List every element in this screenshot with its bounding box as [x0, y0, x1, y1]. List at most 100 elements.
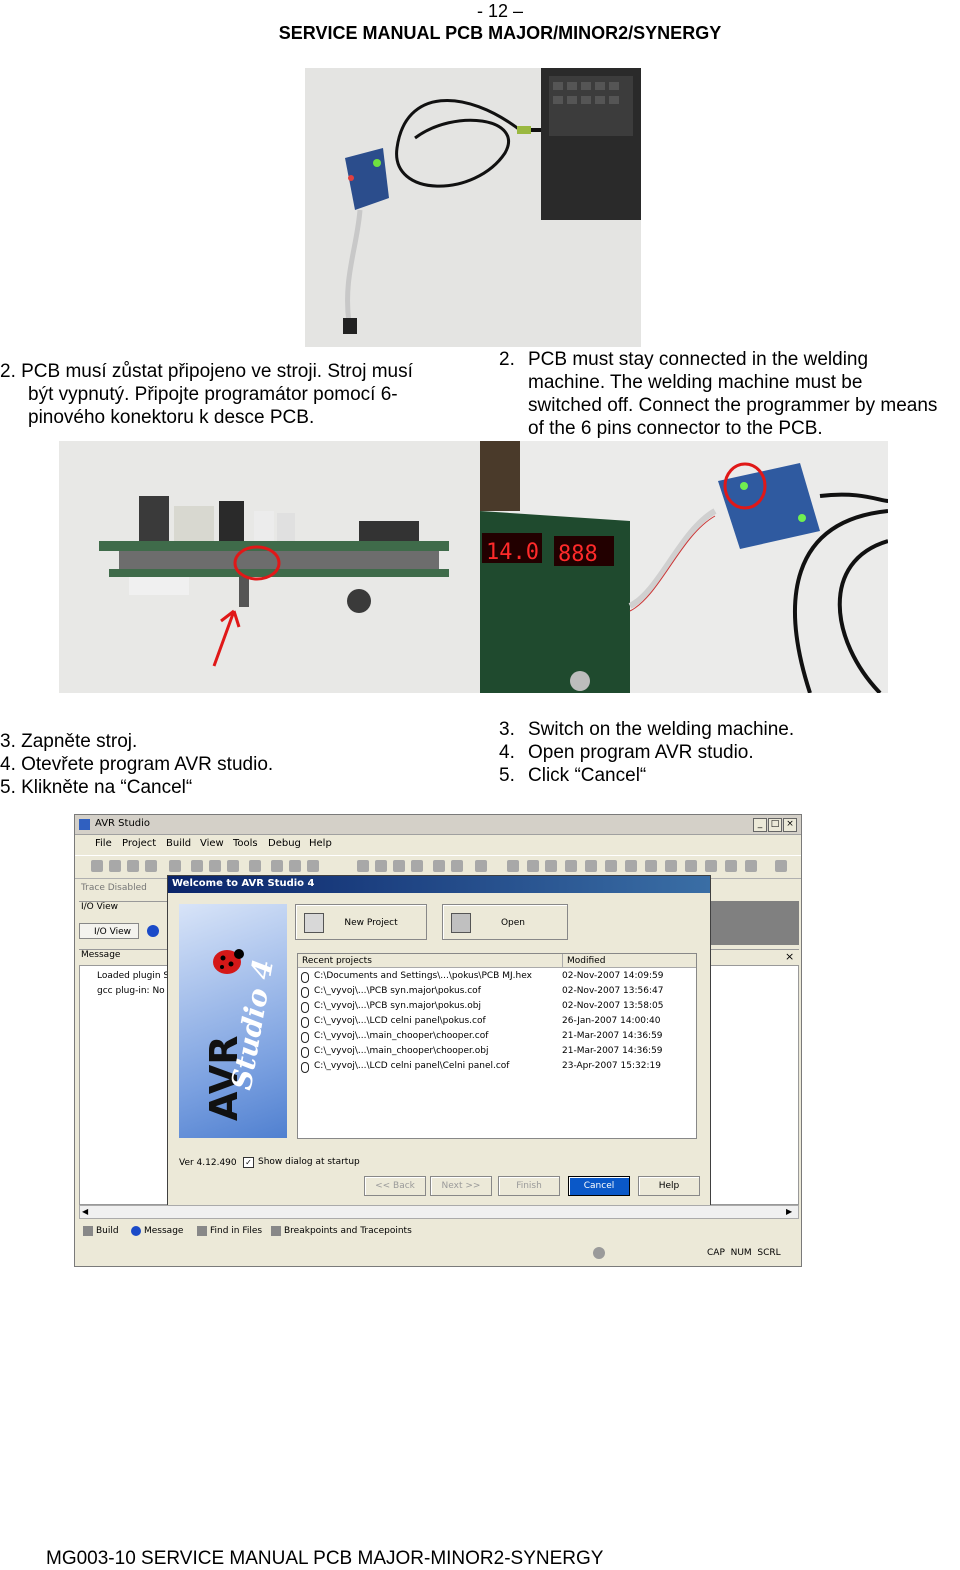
find-icon[interactable] [271, 860, 283, 872]
undo-icon[interactable] [169, 860, 181, 872]
comment-icon[interactable] [475, 860, 487, 872]
project-file-icon [301, 1017, 309, 1028]
memory-icon[interactable] [745, 860, 757, 872]
new-project-icon [304, 913, 324, 933]
step-over-icon[interactable] [605, 860, 617, 872]
help-button[interactable]: Help [638, 1176, 700, 1196]
minimize-icon[interactable]: _ [753, 818, 767, 832]
modified-header[interactable]: Modified [562, 954, 696, 968]
message-close-icon[interactable]: × [785, 950, 795, 963]
copy-icon[interactable] [209, 860, 221, 872]
step-into-icon[interactable] [585, 860, 597, 872]
registers-icon[interactable] [775, 860, 787, 872]
message-line-1: Loaded plugin S [97, 971, 170, 981]
save-icon[interactable] [127, 860, 139, 872]
avr-studio-logo: AVR Studio 4 [179, 904, 287, 1138]
build-icon[interactable] [357, 860, 369, 872]
step2-cz-line1: 2. PCB musí zůstat připojeno ve stroji. … [0, 361, 413, 382]
project-row[interactable]: C:\Documents and Settings\...\pokus\PCB … [298, 969, 696, 984]
scroll-left-icon[interactable]: ◀ [82, 1207, 89, 1216]
stop-icon[interactable] [527, 860, 539, 872]
run-to-cursor-icon[interactable] [645, 860, 657, 872]
project-file-icon [301, 972, 309, 983]
project-path: C:\_vyvoj\...\LCD celni panel\pokus.cof [314, 1016, 486, 1026]
finish-button[interactable]: Finish [498, 1176, 560, 1196]
project-modified: 21-Mar-2007 14:36:59 [562, 1031, 663, 1041]
display-right: 888 [558, 542, 598, 567]
version-label: Ver 4.12.490 [179, 1158, 237, 1168]
photo-pcb-side [59, 441, 480, 693]
open-file-icon[interactable] [109, 860, 121, 872]
cut-icon[interactable] [191, 860, 203, 872]
reset-icon[interactable] [545, 860, 557, 872]
new-project-button[interactable]: New Project [295, 904, 427, 940]
menu-build[interactable]: Build [166, 838, 192, 849]
project-path: C:\_vyvoj\...\LCD celni panel\Celni pane… [314, 1061, 510, 1071]
back-button[interactable]: << Back [364, 1176, 426, 1196]
project-path: C:\_vyvoj\...\main_chooper\chooper.obj [314, 1046, 489, 1056]
show-dialog-checkbox[interactable]: ✓ [243, 1157, 254, 1168]
stop-build-icon[interactable] [411, 860, 423, 872]
menu-help[interactable]: Help [309, 838, 332, 849]
scroll-right-icon[interactable]: ▶ [786, 1207, 793, 1216]
bookmark-icon[interactable] [307, 860, 319, 872]
menu-debug[interactable]: Debug [268, 838, 301, 849]
project-row[interactable]: C:\_vyvoj\...\main_chooper\chooper.cof 21… [298, 1029, 696, 1044]
message-line-2: gcc plug-in: No V [97, 986, 174, 996]
project-row[interactable]: C:\_vyvoj\...\main_chooper\chooper.obj 21… [298, 1044, 696, 1059]
new-file-icon[interactable] [91, 860, 103, 872]
menu-file[interactable]: File [95, 838, 112, 849]
menu-view[interactable]: View [200, 838, 224, 849]
project-path: C:\Documents and Settings\...\pokus\PCB … [314, 971, 532, 981]
watch-icon[interactable] [725, 860, 737, 872]
project-path: C:\_vyvoj\...\PCB syn.major\pokus.obj [314, 1001, 481, 1011]
project-modified: 21-Mar-2007 14:36:59 [562, 1046, 663, 1056]
io-view-tab[interactable]: I/O View [79, 923, 139, 939]
toggle-breakpoint-icon[interactable] [685, 860, 697, 872]
step4-en-number: 4. [499, 742, 515, 763]
project-row[interactable]: C:\_vyvoj\...\LCD celni panel\Celni pane… [298, 1059, 696, 1074]
open-button[interactable]: Open [442, 904, 568, 940]
paste-icon[interactable] [227, 860, 239, 872]
replace-icon[interactable] [289, 860, 301, 872]
run-icon[interactable] [507, 860, 519, 872]
compile-icon[interactable] [375, 860, 387, 872]
close-icon[interactable]: × [783, 818, 797, 832]
outdent-icon[interactable] [451, 860, 463, 872]
menu-project[interactable]: Project [122, 838, 157, 849]
maximize-icon[interactable]: □ [768, 818, 782, 832]
tab-build[interactable]: Build [96, 1226, 119, 1236]
next-button[interactable]: Next >> [430, 1176, 492, 1196]
menu-bar: File Project Build View Tools Debug Help [75, 835, 801, 853]
step2-en-line1: PCB must stay connected in the welding [528, 349, 869, 370]
tab-breakpoints[interactable]: Breakpoints and Tracepoints [284, 1226, 412, 1236]
tab-message[interactable]: Message [144, 1226, 184, 1236]
menu-tools[interactable]: Tools [233, 838, 258, 849]
new-project-label: New Project [344, 918, 398, 928]
step2-en-line4: of the 6 pins connector to the PCB. [528, 418, 823, 439]
recent-projects-header[interactable]: Recent projects [298, 954, 562, 968]
print-icon[interactable] [249, 860, 261, 872]
io-view-title: I/O View [79, 901, 169, 916]
ladybug-logo-icon [213, 949, 244, 974]
save-all-icon[interactable] [145, 860, 157, 872]
page-number: - 12 – [476, 1, 524, 21]
indent-icon[interactable] [433, 860, 445, 872]
cancel-button[interactable]: Cancel [568, 1176, 630, 1196]
remove-breakpoints-icon[interactable] [705, 860, 717, 872]
status-bar-keys: CAP NUM SCRL [707, 1248, 781, 1258]
step-out-icon[interactable] [625, 860, 637, 872]
rebuild-icon[interactable] [393, 860, 405, 872]
auto-step-icon[interactable] [665, 860, 677, 872]
welcome-dialog: Welcome to AVR Studio 4 AVR Studio 4 New… [167, 875, 711, 1215]
project-modified: 23-Apr-2007 15:32:19 [562, 1061, 661, 1071]
info-icon[interactable] [147, 925, 159, 937]
pause-icon[interactable] [565, 860, 577, 872]
project-path: C:\_vyvoj\...\main_chooper\chooper.cof [314, 1031, 489, 1041]
horizontal-scrollbar[interactable]: ◀ ▶ [79, 1205, 799, 1219]
dialog-title: Welcome to AVR Studio 4 [172, 878, 315, 889]
tab-find-in-files[interactable]: Find in Files [210, 1226, 263, 1236]
